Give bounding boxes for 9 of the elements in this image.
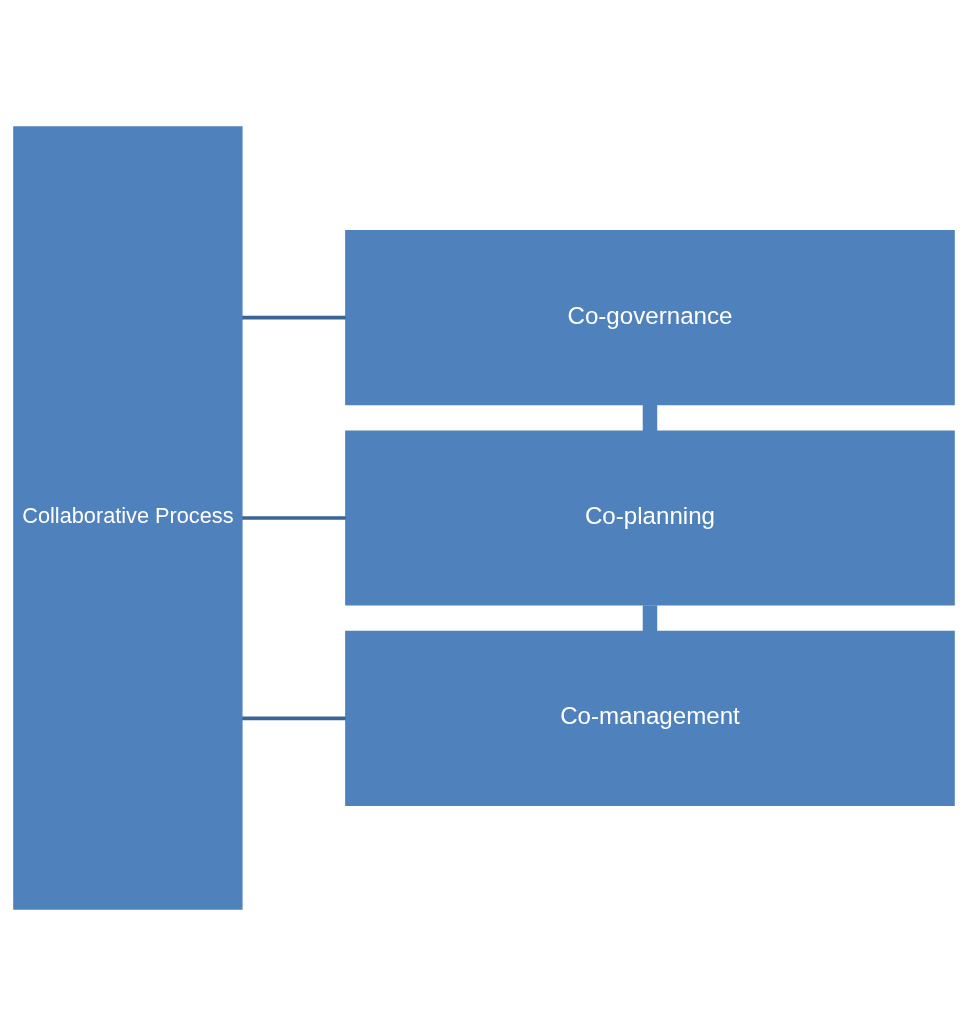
- connector: [241, 315, 346, 320]
- node-box: Co-planning: [344, 430, 955, 606]
- node-box: Co-management: [344, 630, 955, 806]
- connector: [642, 605, 657, 632]
- connector: [241, 516, 346, 520]
- connector: [642, 404, 657, 431]
- node-box: Collaborative Process: [12, 126, 243, 910]
- node-box: Co-governance: [344, 230, 955, 406]
- connector: [241, 716, 346, 721]
